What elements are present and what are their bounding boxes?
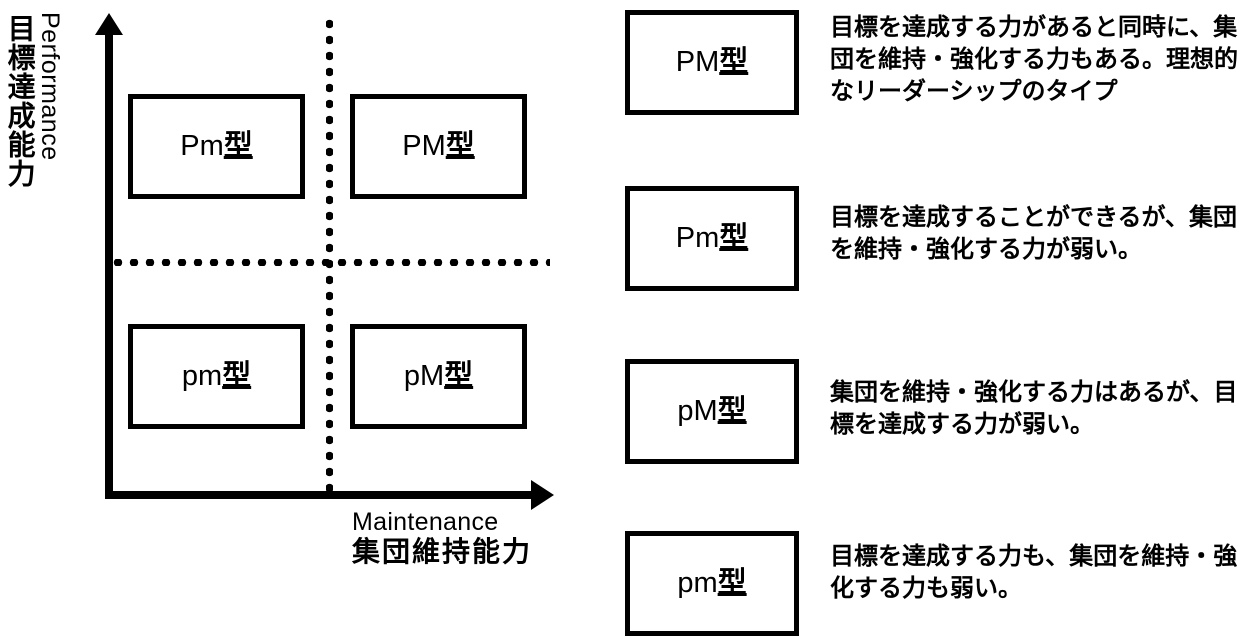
quadrant-box-pm-lower-right[interactable]: pM型: [350, 324, 527, 429]
legend-box-pm-lower-p[interactable]: pM型: [625, 359, 799, 464]
legend-label-suffix: 型: [717, 395, 747, 427]
legend-description-pm-lower-p: 集団を維持・強化する力はあるが、目標を達成する力が弱い。: [830, 379, 1238, 438]
x-axis-label-english: Maintenance: [352, 508, 499, 536]
legend-label-suffix: 型: [717, 567, 747, 599]
legend-label-pm-lower-p: pM型: [677, 397, 746, 426]
y-axis-label-japanese: 目標達成能力: [4, 14, 36, 188]
x-axis-arrow-icon: [531, 480, 554, 510]
x-axis-label-group: Maintenance 集団維持能力: [352, 508, 532, 567]
legend-description-pm: 目標を達成する力があると同時に、集団を維持・強化する力もある。理想的なリーダーシ…: [830, 14, 1238, 105]
quadrant-label-pm-lower-right: pM型: [404, 362, 473, 391]
quadrant-label-pm-lower-left: pm型: [182, 362, 251, 391]
quadrant-box-pm-upper-right[interactable]: PM型: [350, 94, 527, 199]
y-axis-arrow-icon: [95, 13, 123, 35]
quadrant-label-suffix: 型: [222, 360, 252, 392]
legend-label-prefix: pm: [677, 567, 718, 599]
quadrant-label-prefix: pM: [403, 360, 445, 392]
vertical-dotted-divider: [326, 16, 333, 492]
y-axis-label-english: Performance: [36, 12, 64, 161]
legend-description-pm-all-lower: 目標を達成する力も、集団を維持・強化する力も弱い。: [830, 543, 1238, 602]
legend-label-suffix: 型: [719, 222, 749, 254]
legend-panel: PM型 目標を達成する力があると同時に、集団を維持・強化する力もある。理想的なリ…: [610, 0, 1253, 638]
quadrant-box-pm-upper-left[interactable]: Pm型: [128, 94, 305, 199]
quadrant-label-suffix: 型: [445, 130, 475, 162]
quadrant-box-pm-lower-left[interactable]: pm型: [128, 324, 305, 429]
legend-label-pm-all-lower: pm型: [677, 569, 746, 598]
x-axis-label-japanese: 集団維持能力: [352, 536, 533, 567]
legend-label-suffix: 型: [719, 46, 749, 78]
quadrant-label-pm-upper-right: PM型: [402, 132, 475, 161]
legend-label-pm: PM型: [676, 48, 749, 77]
legend-label-prefix: Pm: [675, 222, 720, 254]
quadrant-label-prefix: Pm: [180, 130, 224, 162]
quadrant-label-suffix: 型: [223, 130, 253, 162]
legend-label-pm-lower-m: Pm型: [676, 224, 749, 253]
quadrant-label-prefix: pm: [181, 360, 223, 392]
x-axis-line: [105, 491, 537, 499]
legend-label-prefix: pM: [677, 395, 718, 427]
quadrant-label-prefix: PM: [402, 130, 446, 162]
y-axis-line: [105, 28, 113, 498]
legend-description-pm-lower-m: 目標を達成することができるが、集団を維持・強化する力が弱い。: [830, 204, 1238, 263]
legend-label-prefix: PM: [675, 46, 720, 78]
quadrant-label-pm-upper-left: Pm型: [180, 132, 253, 161]
legend-box-pm[interactable]: PM型: [625, 10, 799, 115]
legend-box-pm-lower-m[interactable]: Pm型: [625, 186, 799, 291]
quadrant-label-suffix: 型: [444, 360, 474, 392]
pm-theory-matrix: Performance 目標達成能力 Pm型 PM型 pm型 pM型 Maint…: [0, 0, 610, 638]
legend-box-pm-all-lower[interactable]: pm型: [625, 531, 799, 636]
